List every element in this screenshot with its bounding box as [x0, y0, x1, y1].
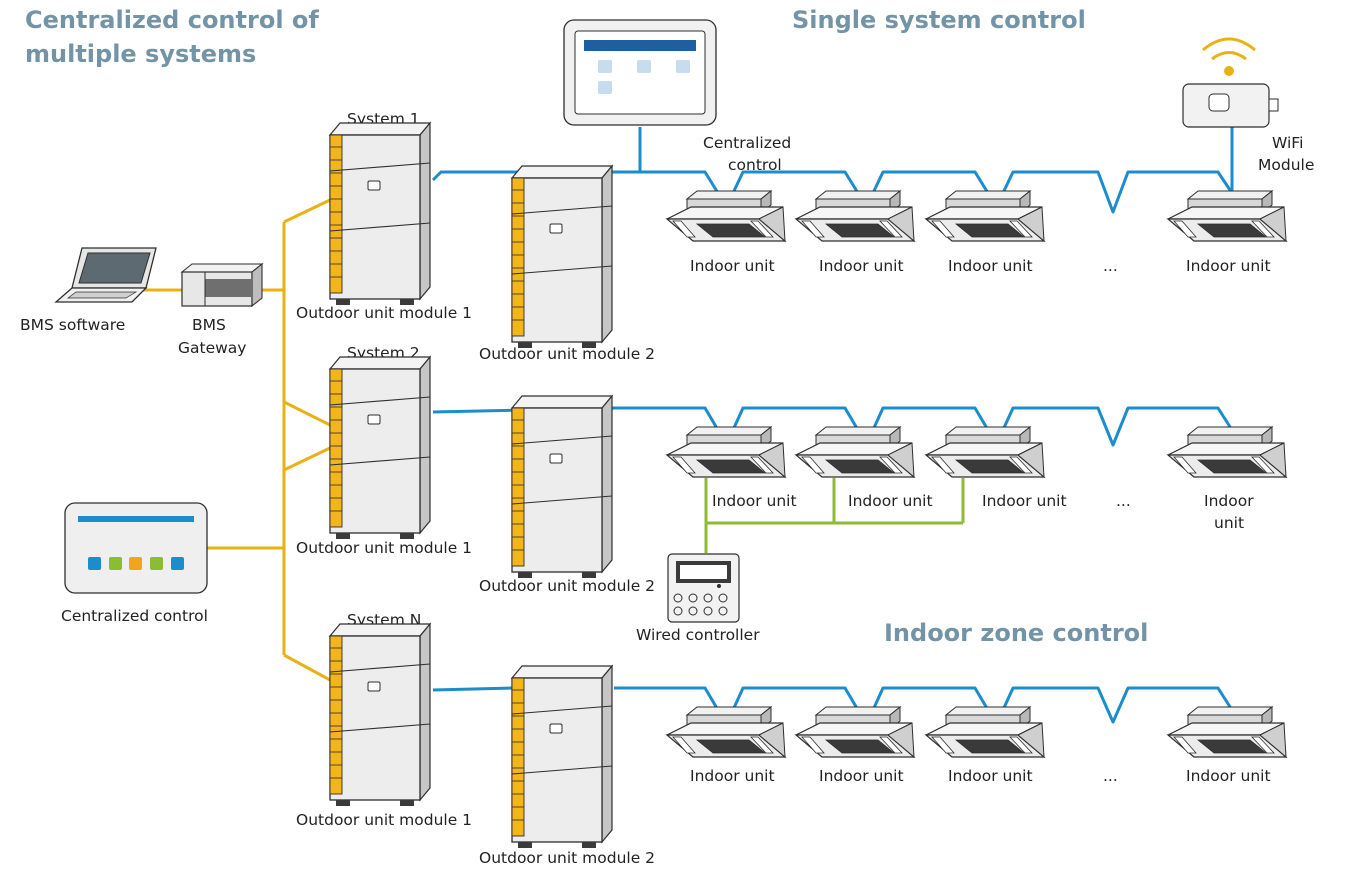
indoor-unit-label: ... [1103, 257, 1118, 275]
centralized-control-top-label-1: Centralized [703, 134, 791, 152]
system-2-module-2: Outdoor unit module 2 [479, 577, 655, 595]
indoor-unit-label: Indoor unit [948, 767, 1033, 785]
indoor-unit-label: Indoor unit [690, 257, 775, 275]
bms-wiring [130, 198, 331, 682]
indoor-unit-label: Indoor unit [819, 257, 904, 275]
indoor-unit-icon [1167, 706, 1287, 758]
bms-software-label: BMS software [20, 316, 125, 334]
indoor-unit-icon [666, 190, 786, 242]
touch-panel-icon[interactable] [563, 19, 717, 126]
system-1-module-1: Outdoor unit module 1 [296, 304, 472, 322]
indoor-unit-icon [925, 190, 1045, 242]
gateway-label-2: Gateway [178, 339, 246, 357]
gateway-label-1: BMS [192, 316, 226, 334]
indoor-unit-icon [1167, 426, 1287, 478]
indoor-unit-icon [795, 426, 915, 478]
heading-centralized-multi-1: Centralized control of [25, 6, 319, 34]
wifi-module-icon[interactable] [1182, 37, 1279, 128]
indoor-unit-label: ... [1116, 492, 1131, 510]
outdoor-unit-icon [511, 665, 613, 849]
indoor-unit-label: Indoor unit [848, 492, 933, 510]
indoor-unit-icon [1167, 190, 1287, 242]
indoor-unit-icon [925, 426, 1045, 478]
outdoor-unit-icon [511, 395, 613, 579]
zone-wiring [704, 478, 965, 553]
indoor-unit-label: Indoor unit [712, 492, 797, 510]
heading-centralized-multi-2: multiple systems [25, 40, 256, 68]
indoor-unit-label: Indoor unit [690, 767, 775, 785]
centralized-control-top-label-2: control [728, 156, 782, 174]
wired-controller-icon[interactable] [667, 553, 740, 623]
indoor-unit-label: Indoor unit [982, 492, 1067, 510]
central-controller-icon[interactable] [64, 502, 208, 594]
heading-indoor-zone: Indoor zone control [884, 619, 1148, 647]
indoor-unit-icon [666, 706, 786, 758]
indoor-unit-label: Indoor unit [948, 257, 1033, 275]
indoor-unit-label: Indoor unit [1186, 257, 1271, 275]
system-2-module-1: Outdoor unit module 1 [296, 539, 472, 557]
indoor-unit-icon [925, 706, 1045, 758]
indoor-unit-label: Indoor unit [1186, 767, 1271, 785]
system-1-module-2: Outdoor unit module 2 [479, 345, 655, 363]
heading-single-system: Single system control [792, 6, 1086, 34]
laptop-icon [54, 247, 157, 303]
system-n-module-2: Outdoor unit module 2 [479, 849, 655, 867]
indoor-unit-icon [666, 426, 786, 478]
wifi-label-1: WiFi [1272, 134, 1303, 152]
wifi-label-2: Module [1258, 156, 1314, 174]
outdoor-unit-icon [511, 165, 613, 349]
centralized-control-left-label: Centralized control [61, 607, 208, 625]
indoor-unit-icon [795, 190, 915, 242]
indoor-unit-label: ... [1103, 767, 1118, 785]
gateway-icon [180, 262, 264, 308]
system-n-module-1: Outdoor unit module 1 [296, 811, 472, 829]
indoor-unit-icon [795, 706, 915, 758]
communication-bus [431, 127, 1234, 724]
wired-controller-label: Wired controller [636, 626, 760, 644]
outdoor-unit-icon [329, 122, 431, 306]
outdoor-unit-icon [329, 623, 431, 807]
indoor-unit-label: Indoor unit [819, 767, 904, 785]
outdoor-unit-icon [329, 356, 431, 540]
